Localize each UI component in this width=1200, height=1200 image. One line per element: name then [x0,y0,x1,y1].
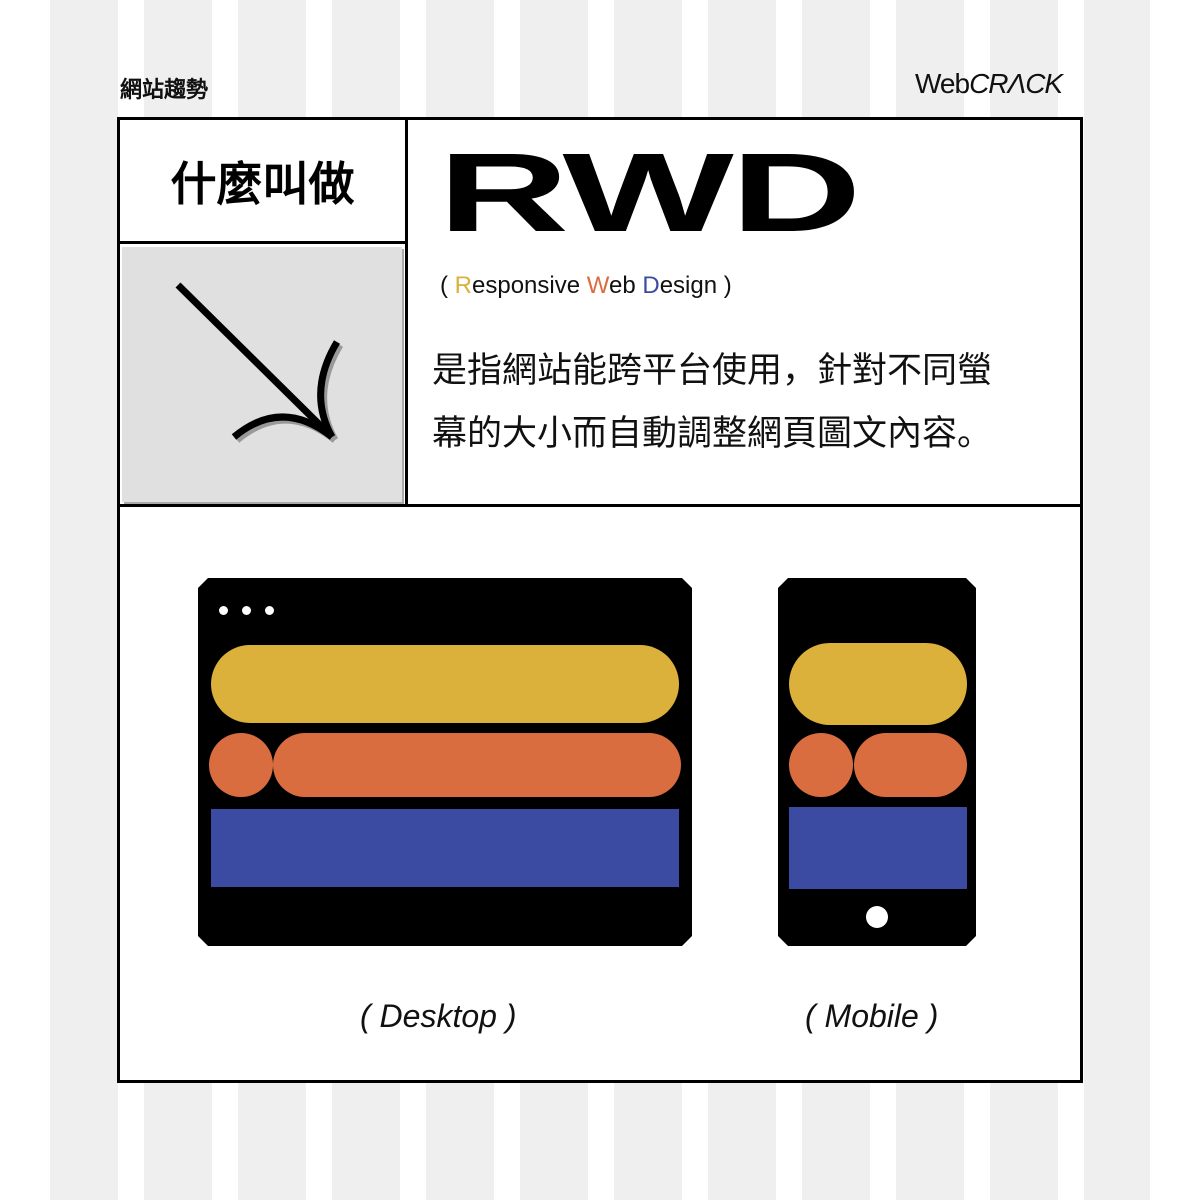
blue-block [211,809,679,887]
yellow-bar [211,645,679,723]
window-dot [219,606,228,615]
category-label: 網站趨勢 [120,78,209,103]
window-dot [265,606,274,615]
yellow-bar [789,643,967,725]
orange-circle [789,733,853,797]
divider [117,241,407,244]
desktop-caption: ( Desktop ) [360,998,517,1034]
orange-bar [854,733,967,797]
arrow-down-right-icon [175,282,344,443]
mobile-illustration [778,578,976,946]
description-line: 幕的大小而自動調整網頁圖文內容。 [432,414,993,454]
description-line: 是指網站能跨平台使用，針對不同螢 [432,351,993,391]
brand-logo: WebCRΛCK [915,68,1063,100]
desktop-illustration [198,578,692,946]
arrow-panel [122,247,402,502]
orange-bar [273,733,681,797]
brand-logo-italic: CRΛCK [969,68,1063,99]
blue-block [789,807,967,889]
heading: RWD [438,130,862,255]
subtitle: ( Responsive Web Design ) [440,272,732,299]
description: 是指網站能跨平台使用，針對不同螢 幕的大小而自動調整網頁圖文內容。 [432,340,1072,466]
brand-logo-plain: Web [915,68,970,99]
orange-circle [209,733,273,797]
mobile-caption: ( Mobile ) [805,998,939,1034]
home-button-icon [866,906,888,928]
title-cell: 什麼叫做 [170,156,355,211]
divider [405,117,408,507]
window-dot [242,606,251,615]
divider [117,504,1083,507]
